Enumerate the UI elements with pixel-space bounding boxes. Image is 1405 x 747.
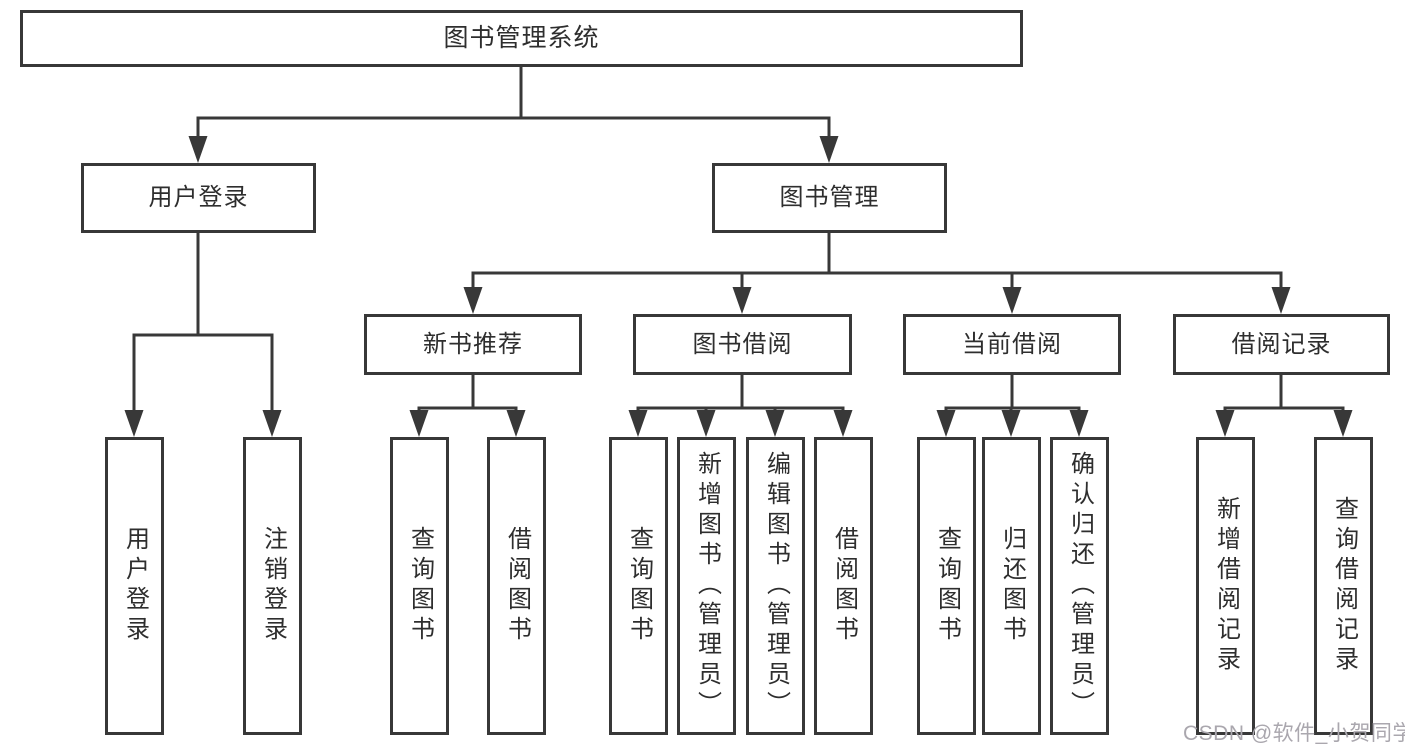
arrowhead-down-icon xyxy=(506,410,526,437)
arrowhead-down-icon xyxy=(1271,287,1291,314)
arrowhead-down-icon xyxy=(732,287,752,314)
node-query-books-leaf-3: 查询图书 xyxy=(917,437,976,735)
node-label: 归还图书 xyxy=(998,526,1026,646)
arrowhead-down-icon xyxy=(936,410,956,437)
node-label: 确认归还（管理员） xyxy=(1066,451,1094,721)
arrowhead-down-icon xyxy=(409,410,429,437)
node-label: 当前借阅 xyxy=(962,330,1062,358)
node-library-system-root: 图书管理系统 xyxy=(20,10,1023,67)
node-query-books-leaf-1: 查询图书 xyxy=(390,437,449,735)
node-label: 图书借阅 xyxy=(692,330,793,358)
arrowhead-down-icon xyxy=(1002,287,1022,314)
node-query-books-leaf-2: 查询图书 xyxy=(609,437,668,735)
node-label: 查询图书 xyxy=(406,526,434,646)
node-new-book-recommend: 新书推荐 xyxy=(364,314,582,375)
node-label: 借阅图书 xyxy=(503,526,531,646)
arrowhead-down-icon xyxy=(188,136,208,163)
node-label: 借阅图书 xyxy=(830,526,858,646)
node-borrow-book-leaf-1: 借阅图书 xyxy=(487,437,546,735)
arrowhead-down-icon xyxy=(463,287,483,314)
node-label: 图书管理 xyxy=(779,184,880,211)
node-user-login: 用户登录 xyxy=(81,163,316,233)
node-current-borrow: 当前借阅 xyxy=(903,314,1121,375)
node-query-borrow-record-leaf: 查询借阅记录 xyxy=(1314,437,1373,735)
arrowhead-down-icon xyxy=(628,410,648,437)
node-label: 用户登录 xyxy=(148,184,249,211)
node-label: 用户登录 xyxy=(121,526,149,646)
arrowhead-down-icon xyxy=(1333,410,1353,437)
node-label: 查询图书 xyxy=(933,526,961,646)
node-label: 新增借阅记录 xyxy=(1212,496,1240,676)
node-confirm-return-admin-leaf: 确认归还（管理员） xyxy=(1050,437,1109,735)
node-add-borrow-record-leaf: 新增借阅记录 xyxy=(1196,437,1255,735)
node-book-management: 图书管理 xyxy=(712,163,947,233)
node-borrow-records: 借阅记录 xyxy=(1173,314,1390,375)
node-label: 注销登录 xyxy=(259,526,287,646)
node-book-borrow: 图书借阅 xyxy=(633,314,852,375)
node-return-book-leaf: 归还图书 xyxy=(982,437,1041,735)
node-label: 查询借阅记录 xyxy=(1330,496,1358,676)
watermark: CSDN @软件_小贺同学 xyxy=(1183,722,1405,745)
node-add-book-admin-leaf: 新增图书（管理员） xyxy=(677,437,736,735)
arrowhead-down-icon xyxy=(696,410,716,437)
node-user-login-leaf: 用户登录 xyxy=(105,437,164,735)
node-label: 查询图书 xyxy=(625,526,653,646)
node-borrow-book-leaf-2: 借阅图书 xyxy=(814,437,873,735)
arrowhead-down-icon xyxy=(1215,410,1235,437)
node-label: 新增图书（管理员） xyxy=(693,451,721,721)
arrowhead-down-icon xyxy=(833,410,853,437)
node-label: 图书管理系统 xyxy=(443,24,600,52)
arrowhead-down-icon xyxy=(124,410,144,437)
arrowhead-down-icon xyxy=(1001,410,1021,437)
node-label: 新书推荐 xyxy=(423,330,523,358)
arrowhead-down-icon xyxy=(262,410,282,437)
node-label: 编辑图书（管理员） xyxy=(762,451,790,721)
node-label: 借阅记录 xyxy=(1231,330,1332,358)
node-edit-book-admin-leaf: 编辑图书（管理员） xyxy=(746,437,805,735)
arrowhead-down-icon xyxy=(1069,410,1089,437)
node-logout-leaf: 注销登录 xyxy=(243,437,302,735)
arrowhead-down-icon xyxy=(819,136,839,163)
arrowhead-down-icon xyxy=(765,410,785,437)
